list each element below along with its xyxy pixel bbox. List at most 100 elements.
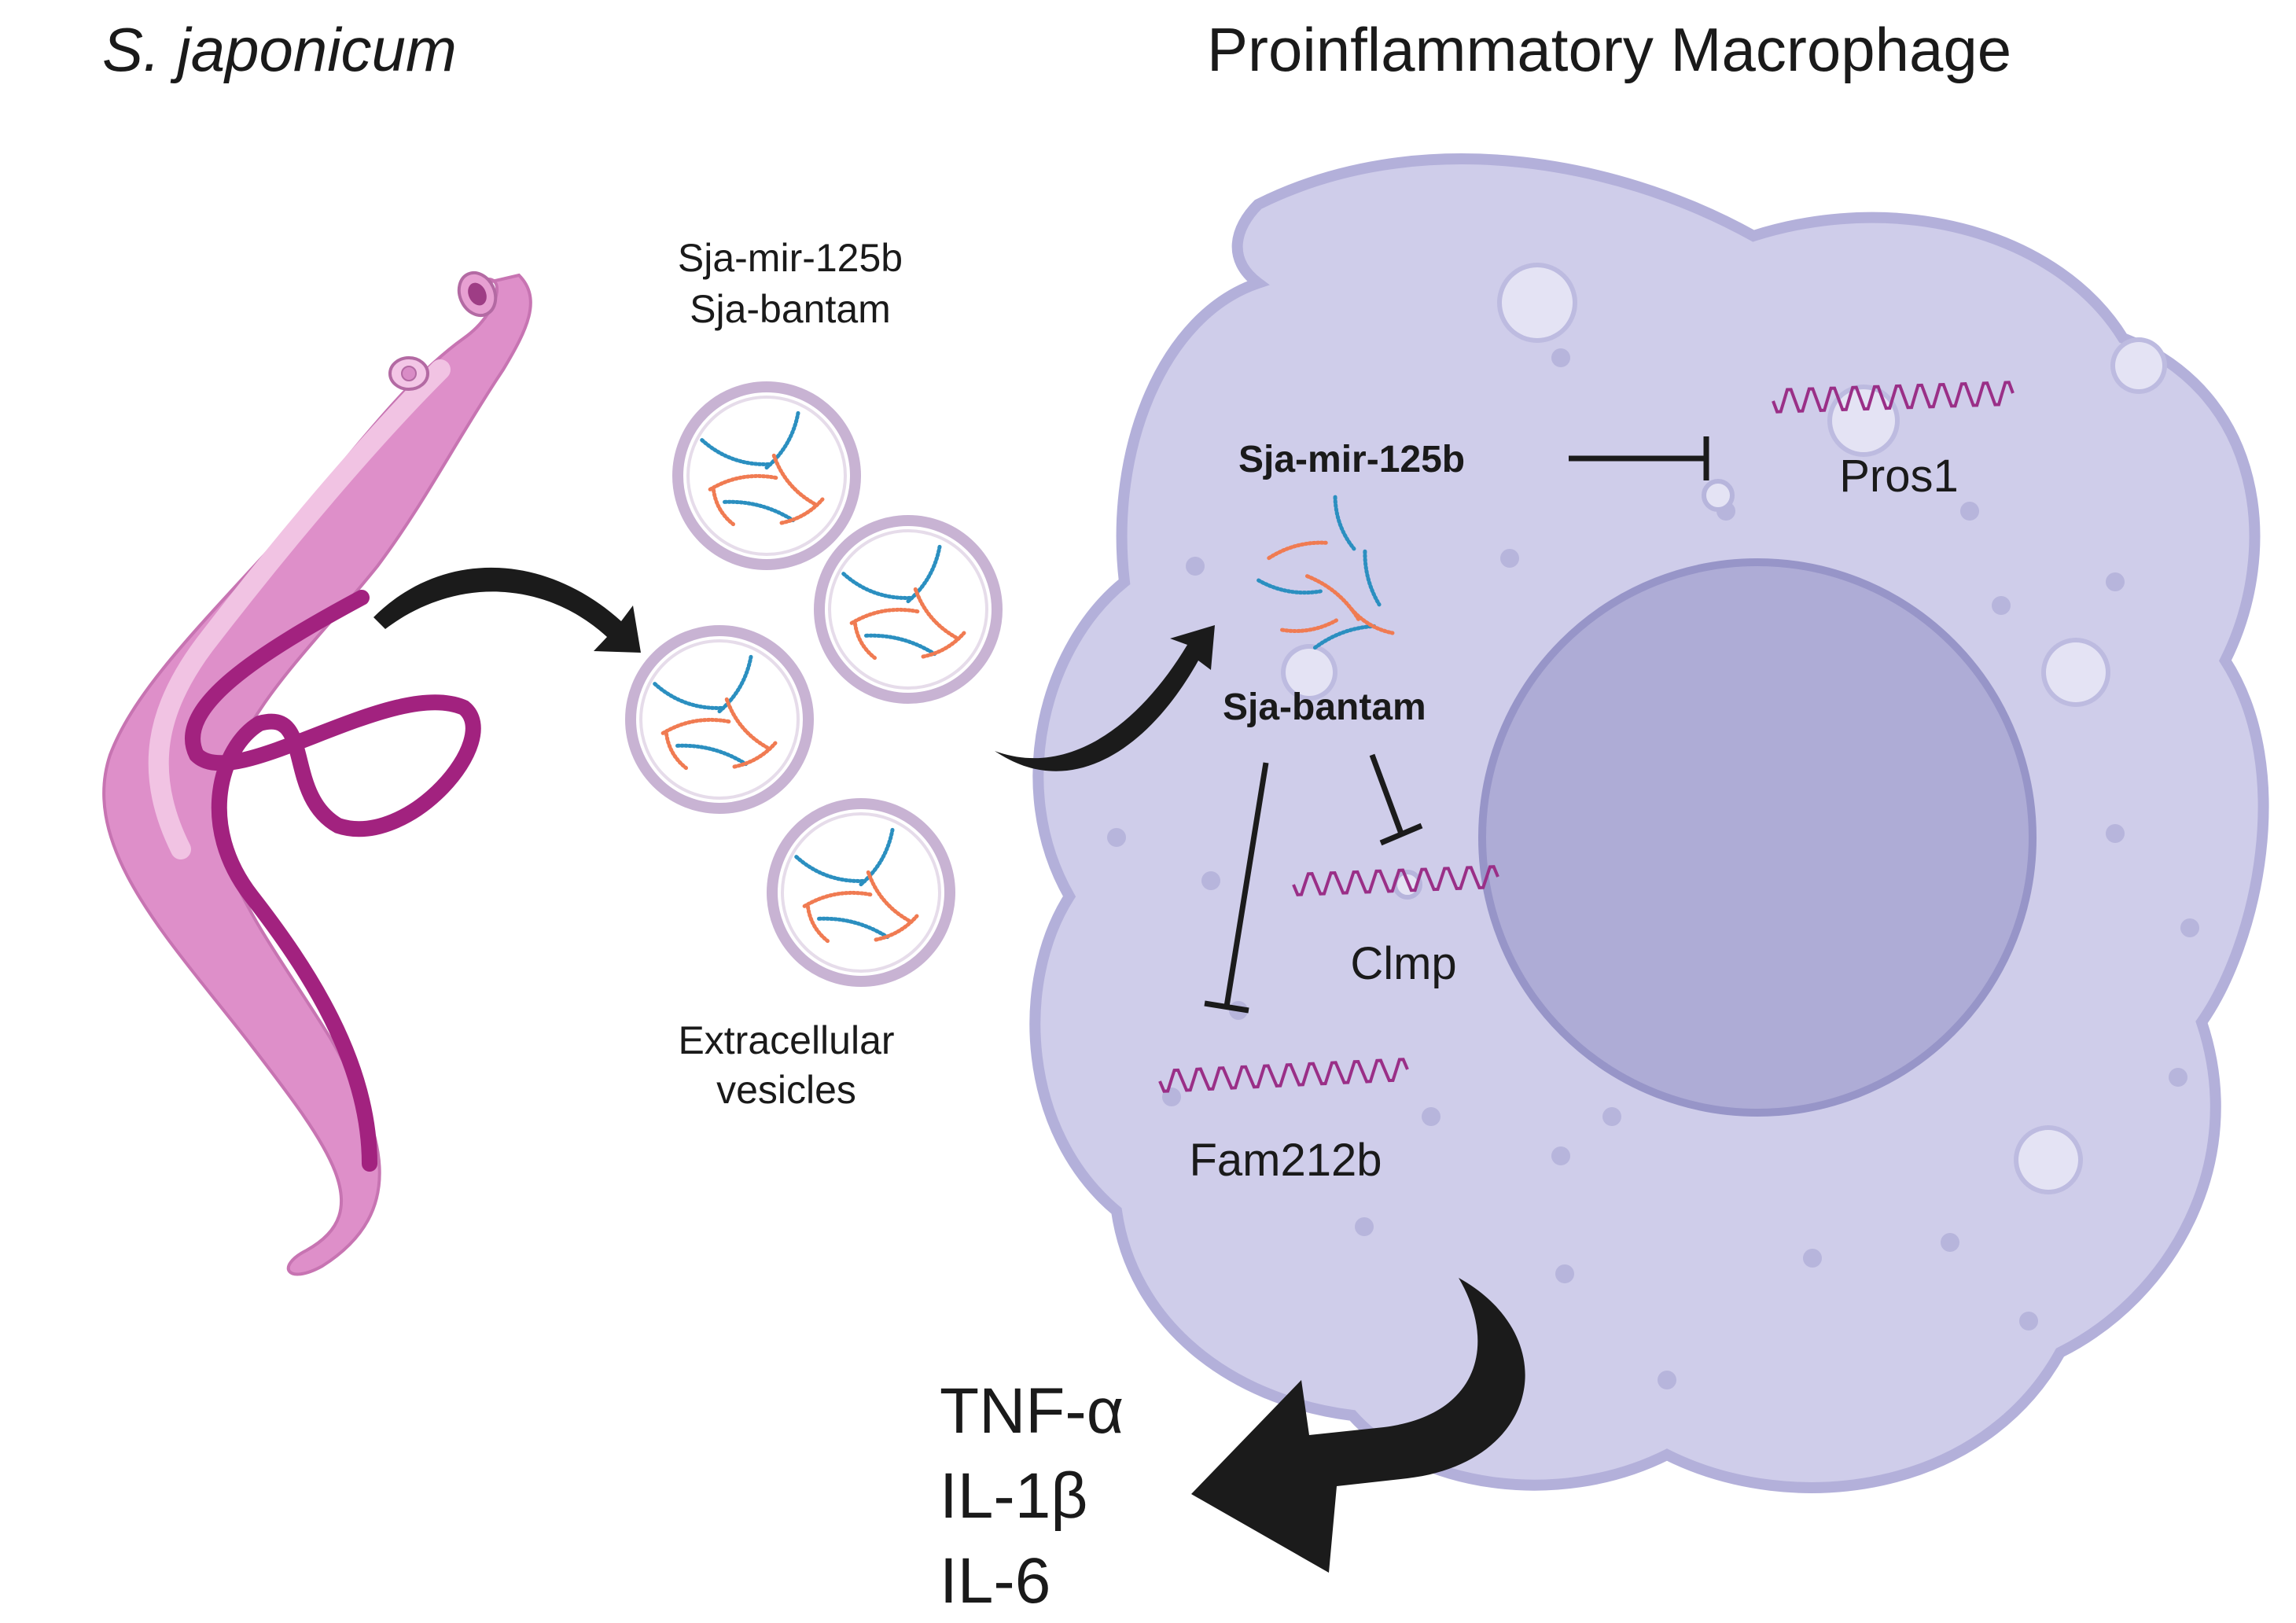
mrna-clmp [1292,865,1499,896]
target-label-clmp: Clmp [1350,938,1456,989]
granule [1602,1107,1621,1126]
mirna-strand [1349,607,1395,635]
worm-oral-inner [468,282,487,306]
vesicle-rna-strand [660,717,731,735]
vesicle-group [625,381,1003,987]
granule [1355,1217,1374,1236]
vesicle-cargo-line-1: Sja-mir-125b [678,236,903,280]
mirna-cluster [1257,495,1395,650]
worm-sucker-core [401,366,417,381]
granule [1551,348,1570,367]
vesicle-rna-strand [708,473,778,491]
worm-illustration [102,270,532,1276]
vesicle-rna-strand [841,572,912,600]
vesicle-rna-strand [874,914,919,942]
mrna-pros1 [1772,381,2015,414]
granule [1422,1107,1441,1126]
mirna-strand [1280,618,1338,633]
granule [1941,1233,1959,1252]
vesicle-rna-strand [700,438,771,466]
vesicle-rna-strand [849,607,920,625]
vesicle-rna-strand [712,488,735,527]
vacuole-lumen [2018,1130,2078,1190]
vesicle-rna-strand [779,497,825,525]
vacuole-lumen [1502,267,1573,338]
granule [1500,549,1519,568]
vesicle-rna-strand [921,631,966,659]
vesicle-inner-ring [828,529,988,690]
uptake-arrow [995,625,1215,771]
vesicle-inner-ring [686,396,847,556]
nucleus [1478,558,2037,1117]
vesicle-2 [814,515,1003,704]
mirna-strand [1312,624,1377,650]
organism-title: S. japonicum [102,15,457,84]
granule [1551,1146,1570,1165]
vesicle-rna-strand [864,633,936,657]
vesicle-rna-strand [664,731,688,771]
mrna-fam212b [1158,1058,1409,1093]
vesicle-rna-strand [717,654,753,714]
granule [2180,918,2199,937]
vacuole-lumen [2046,642,2106,702]
cytokine-il-6: IL-6 [940,1545,1050,1617]
vesicle-rna-strand [764,410,800,470]
vesicle-1 [672,381,861,570]
cytokine-il-1-beta: IL-1β [940,1460,1087,1532]
granule [1555,1264,1574,1283]
vesicle-inner-ring [781,812,941,973]
vesicle-rna-strand [724,697,770,750]
vesicle-rna-strand [653,682,723,710]
macrophage-cell [1029,153,2269,1493]
granule [1960,502,1979,521]
worm-highlight [148,359,451,859]
vesicle-inner-ring [639,639,800,800]
inhibition-fam212b [1204,762,1269,1014]
vesicle-rna-strand [913,587,959,640]
secretion-arrow [1191,1278,1525,1573]
mirna-label-mir125b: Sja-mir-125b [1238,439,1465,480]
vesicle-4 [767,798,955,987]
vesicle-3 [625,625,814,814]
vesicle-rna-strand [866,870,911,923]
inhibition-pros1 [1569,436,1709,480]
vesicle-rna-strand [675,743,748,767]
vesicle-rna-strand [906,544,942,604]
release-arrow [373,567,641,653]
granule [1107,828,1126,847]
vesicle-rna-strand [853,621,877,661]
vesicle-cargo-line-2: Sja-bantam [690,287,891,331]
granule [1186,557,1205,576]
vesicle-rna-strand [723,499,795,523]
vesicle-rna-strand [806,904,830,944]
cytokine-tnf-alpha: TNF-α [940,1375,1124,1447]
cell-granules [1107,263,2199,1389]
mirna-strand [1363,549,1382,607]
vesicle-rna-strand [802,890,873,908]
vesicle-caption-line-2: vesicles [716,1068,856,1112]
target-label-pros1: Pros1 [1839,451,1959,502]
vesicle-rna-strand [732,741,778,769]
vesicle-rna-strand [817,916,889,940]
granule [2169,1068,2187,1087]
granule [2106,572,2125,591]
target-label-fam212b: Fam212b [1189,1135,1382,1186]
mirna-strand [1267,540,1328,561]
granule [1992,596,2011,615]
granule [2019,1312,2038,1330]
worm-gut [185,590,481,1172]
granule [1803,1249,1822,1268]
vacuole-lumen [2115,342,2162,389]
mirna-strand [1257,578,1323,595]
vesicle-rna-strand [794,855,865,883]
granule [1658,1371,1676,1389]
vesicle-rna-strand [771,453,817,506]
inhibition-clmp [1369,753,1423,846]
vacuole-small [1702,479,1735,512]
granule [2106,824,2125,843]
vacuole-lumen [1832,389,1895,452]
cell-title: Proinflammatory Macrophage [1207,15,2011,84]
vacuole-lumen [1286,649,1333,696]
vesicle-rna-strand [859,827,895,887]
